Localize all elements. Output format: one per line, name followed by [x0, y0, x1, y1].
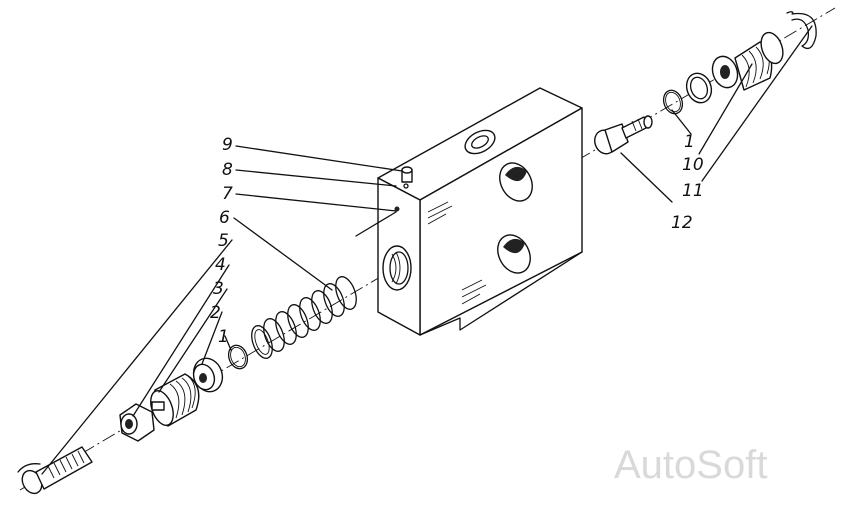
- lock-nut-part-4: [119, 403, 155, 442]
- callout-3: 3: [213, 279, 224, 299]
- callout-10: 10: [682, 155, 704, 175]
- callout-8: 8: [222, 160, 233, 180]
- callout-1-left: 1: [218, 327, 229, 347]
- retaining-ring: [786, 11, 817, 50]
- o-ring-part-1-right: [662, 89, 684, 115]
- seat-part-10: [685, 72, 713, 104]
- o-ring-part-1-left: [227, 344, 249, 370]
- callout-11: 11: [682, 181, 704, 201]
- spring-adjuster-part-3: [150, 373, 200, 427]
- callout-5: 5: [218, 231, 229, 251]
- cap-part-11: [711, 31, 784, 91]
- callout-4: 4: [215, 255, 226, 275]
- callout-7: 7: [222, 184, 233, 204]
- callout-9: 9: [222, 135, 233, 155]
- plunger-part-12: [594, 115, 653, 155]
- adjusting-screw-part-5: [17, 446, 93, 495]
- callout-2: 2: [210, 303, 221, 323]
- valve-body-block: [355, 87, 583, 336]
- callout-12: 12: [671, 213, 693, 233]
- spring-part-6: [251, 276, 357, 359]
- callout-6: 6: [219, 208, 230, 228]
- washer-part-2: [192, 357, 224, 393]
- autosoft-watermark: AutoSoft: [614, 443, 767, 487]
- callout-1-right: 1: [684, 132, 695, 152]
- leader-lines: [41, 25, 813, 475]
